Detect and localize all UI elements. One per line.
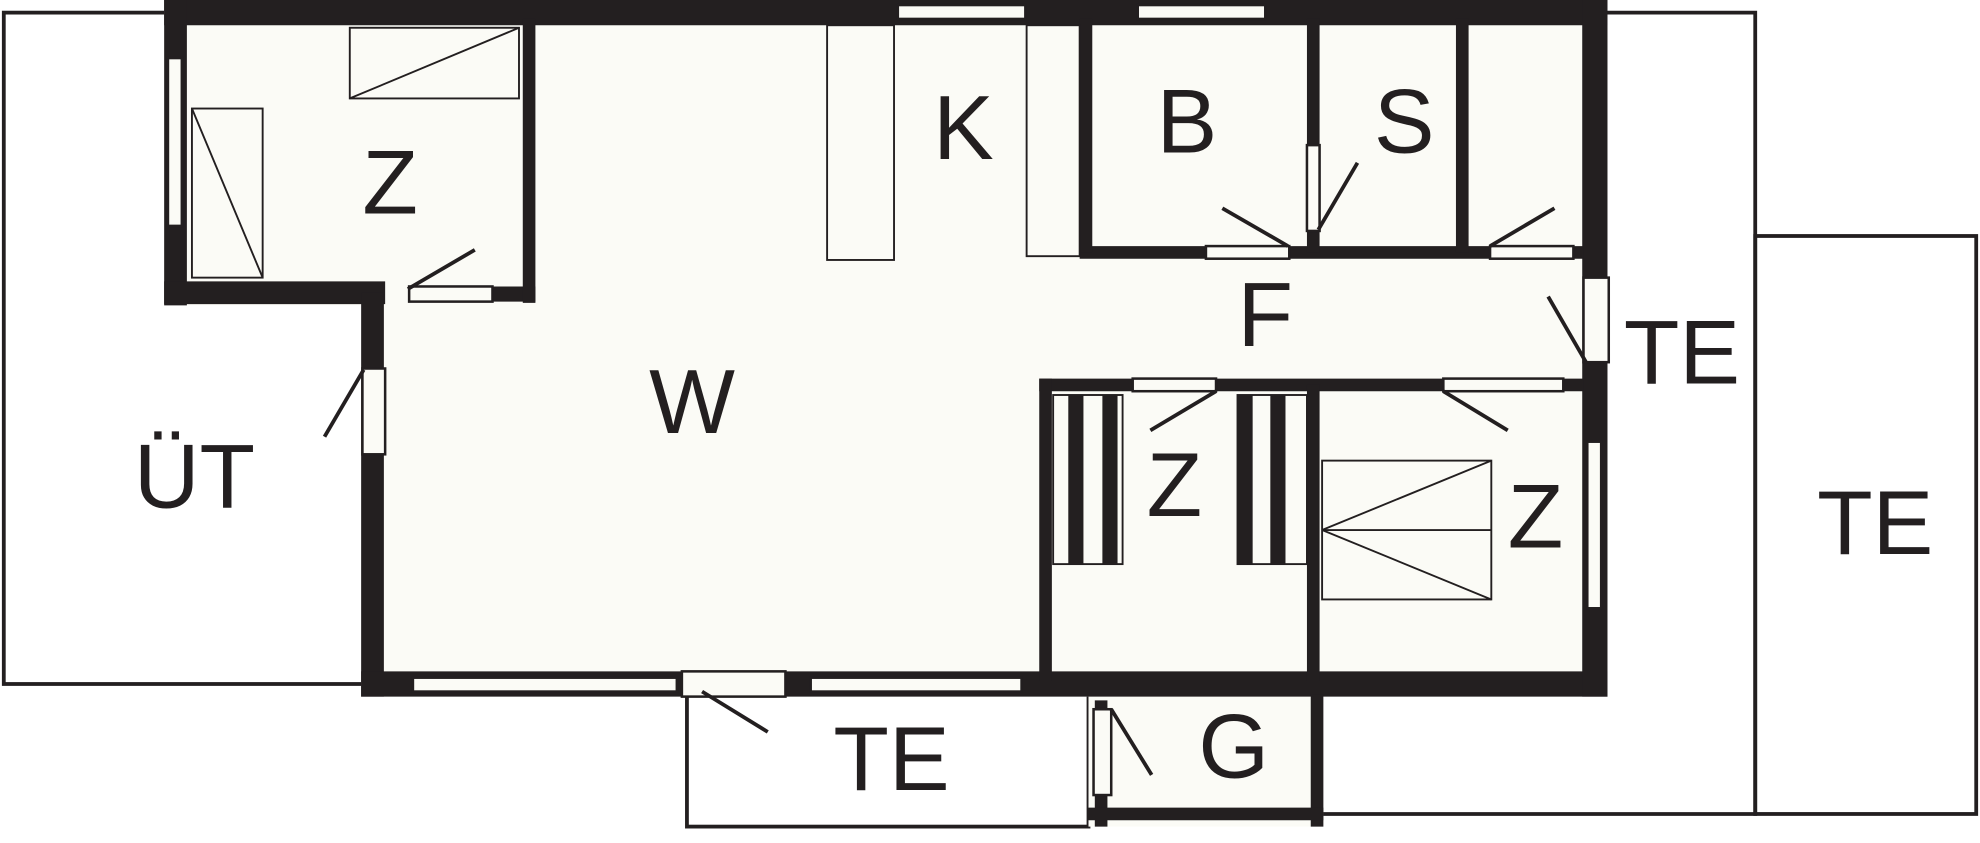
furniture [190,24,1493,601]
room-label-kitchen: K [933,78,994,179]
room-label-bedroom-right: Z [1508,467,1564,568]
windows [166,3,1611,797]
room-label-terrace-right-outer: TE [1817,473,1933,574]
room-label-storage: S [1374,72,1435,173]
room-label-bath: B [1157,72,1218,173]
room-label-terrace-right-inner: TE [1624,303,1740,404]
room-label-bedroom-top-left: Z [362,132,418,233]
room-label-garage: G [1198,696,1269,797]
room-label-hall: F [1238,265,1294,366]
room-label-bedroom-mid: Z [1147,435,1203,536]
doors [322,161,1588,776]
room-label-outdoor: ÜT [134,426,255,527]
room-label-terrace-bottom: TE [833,709,949,810]
terrace-right-inner [1323,10,1758,816]
room-label-living: W [649,352,735,453]
